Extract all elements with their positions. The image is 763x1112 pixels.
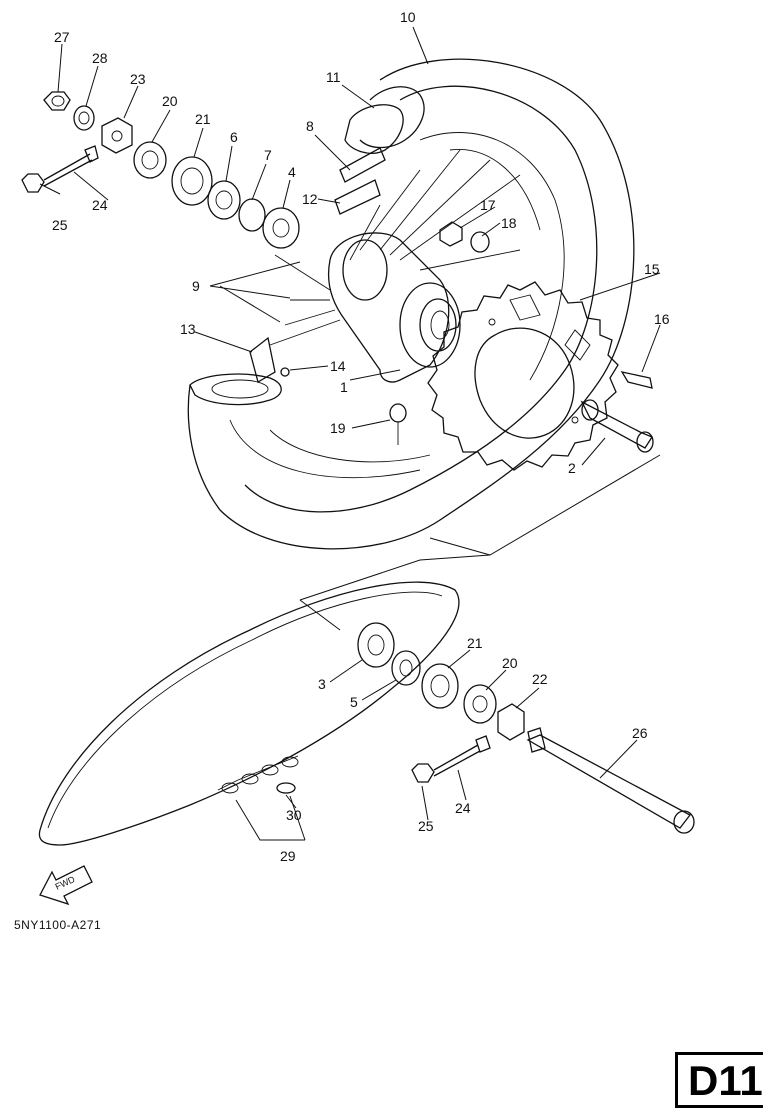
callout-1: 1 xyxy=(340,379,348,395)
callout-3: 3 xyxy=(318,676,326,692)
callout-labels: 27 28 23 20 21 6 7 4 24 25 10 11 8 12 9 … xyxy=(52,9,670,864)
callout-20-top: 20 xyxy=(162,93,178,109)
callout-23: 23 xyxy=(130,71,146,87)
callout-21-bottom: 21 xyxy=(467,635,483,651)
callout-2: 2 xyxy=(568,460,576,476)
tube-drawing xyxy=(334,86,425,215)
assembly-guide-lines xyxy=(299,454,661,631)
callout-28: 28 xyxy=(92,50,108,66)
lower-hardware-drawing xyxy=(357,622,695,834)
callout-13: 13 xyxy=(180,321,196,337)
collar-drawing xyxy=(580,399,654,453)
hub-drawing xyxy=(327,232,461,383)
callout-14: 14 xyxy=(330,358,346,374)
fwd-arrow-icon: FWD xyxy=(39,865,93,906)
callout-9: 9 xyxy=(192,278,200,294)
callout-15: 15 xyxy=(644,261,660,277)
callout-20-bottom: 20 xyxy=(502,655,518,671)
callout-5: 5 xyxy=(350,694,358,710)
callout-27: 27 xyxy=(54,29,70,45)
callout-7: 7 xyxy=(264,147,272,163)
small-parts-drawing xyxy=(249,221,653,445)
callout-6: 6 xyxy=(230,129,238,145)
callout-21-top: 21 xyxy=(195,111,211,127)
callout-17: 17 xyxy=(480,197,496,213)
callout-8: 8 xyxy=(306,118,314,134)
callout-29: 29 xyxy=(280,848,296,864)
callout-16: 16 xyxy=(654,311,670,327)
callout-26: 26 xyxy=(632,725,648,741)
leader-lines xyxy=(39,26,661,841)
fwd-label: FWD xyxy=(54,874,77,892)
callout-11: 11 xyxy=(326,69,341,85)
spokes-drawing xyxy=(269,149,521,346)
page-tab-label: D11 xyxy=(688,1057,763,1104)
callout-25-bottom: 25 xyxy=(418,818,434,834)
callout-30: 30 xyxy=(286,807,302,823)
callout-22: 22 xyxy=(532,671,548,687)
callout-12: 12 xyxy=(302,191,318,207)
chain-drawing xyxy=(38,581,460,846)
callout-4: 4 xyxy=(288,164,296,180)
callout-25-top: 25 xyxy=(52,217,68,233)
diagram-code: 5NY1100-A271 xyxy=(14,918,102,932)
callout-10: 10 xyxy=(400,9,416,25)
callout-18: 18 xyxy=(501,215,517,231)
callout-24-top: 24 xyxy=(92,197,108,213)
page-tab: D11 xyxy=(675,1052,763,1108)
sprocket-drawing xyxy=(427,281,619,471)
tire-drawing xyxy=(187,58,635,550)
callout-19: 19 xyxy=(330,420,346,436)
callout-24-bottom: 24 xyxy=(455,800,471,816)
